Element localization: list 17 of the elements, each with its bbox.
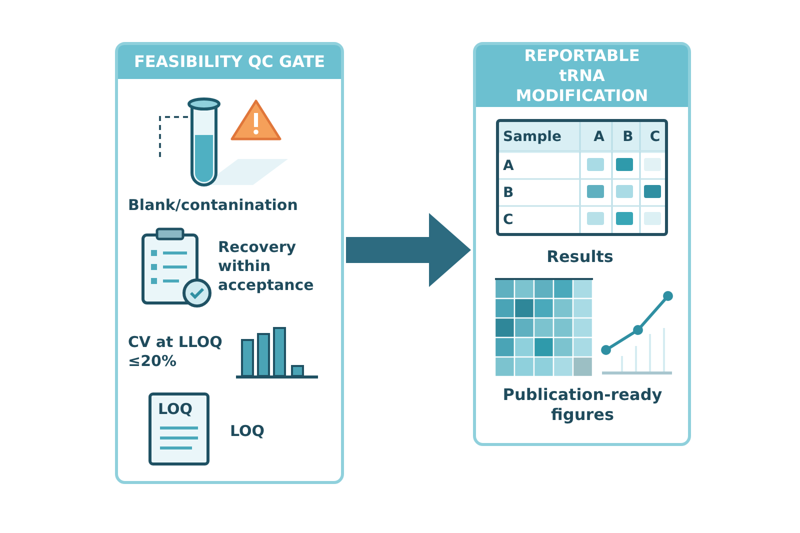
arrow (346, 213, 471, 287)
table-header-cell-text: A (592, 128, 606, 147)
caption: LOQ (230, 422, 266, 441)
panel-heading: FEASIBILITY QC GATE (118, 45, 341, 79)
table-cell-text: C (502, 210, 514, 230)
caption: CV at LLOQ ≤20% (128, 333, 224, 370)
caption: Recovery within acceptance (218, 238, 315, 294)
icon-text: LOQ (158, 400, 194, 419)
table-header-cell-text: C (648, 128, 662, 147)
caption: Blank/contanination (128, 196, 299, 215)
table-cell-text: A (502, 156, 515, 176)
table-header-cell-text: B (622, 128, 634, 147)
table-header-cell-text: Sample (502, 128, 562, 147)
table-cell-text: B (502, 184, 515, 202)
panel-heading: REPORTABLE tRNA MODIFICATION (476, 45, 688, 107)
caption: Publication-ready figures (502, 385, 664, 425)
caption: Results (546, 247, 614, 267)
